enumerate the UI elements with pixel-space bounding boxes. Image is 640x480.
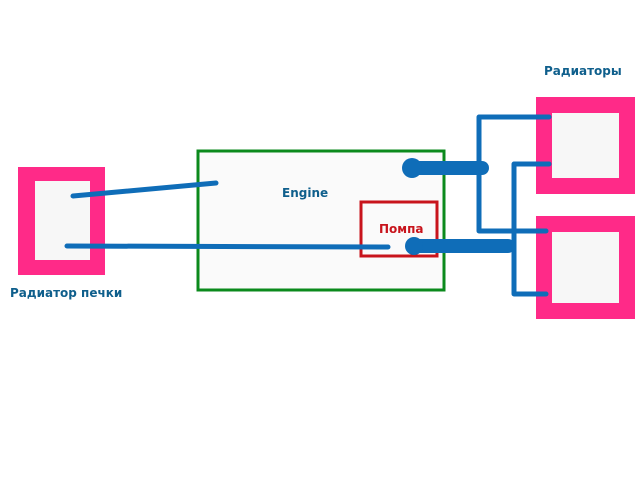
heater-return-pipe [64,243,391,250]
radiators-label: Радиаторы [544,64,622,78]
lower-radiator-pipe [511,161,552,297]
engine-label: Engine [282,186,329,200]
pump-label: Помпа [379,222,424,236]
heater-radiator-label: Радиатор печки [10,286,123,300]
engine-outlet-port [402,158,422,178]
thick-pipes [402,158,515,255]
pump-inlet-port [405,237,423,255]
radiator-lower-inner [552,232,619,303]
radiator-upper [536,97,635,194]
radiator-upper-inner [552,113,619,178]
heater-radiator [18,167,105,275]
thin-pipes [64,114,552,297]
radiator-lower [536,216,635,319]
heater-supply-pipe [70,180,219,199]
